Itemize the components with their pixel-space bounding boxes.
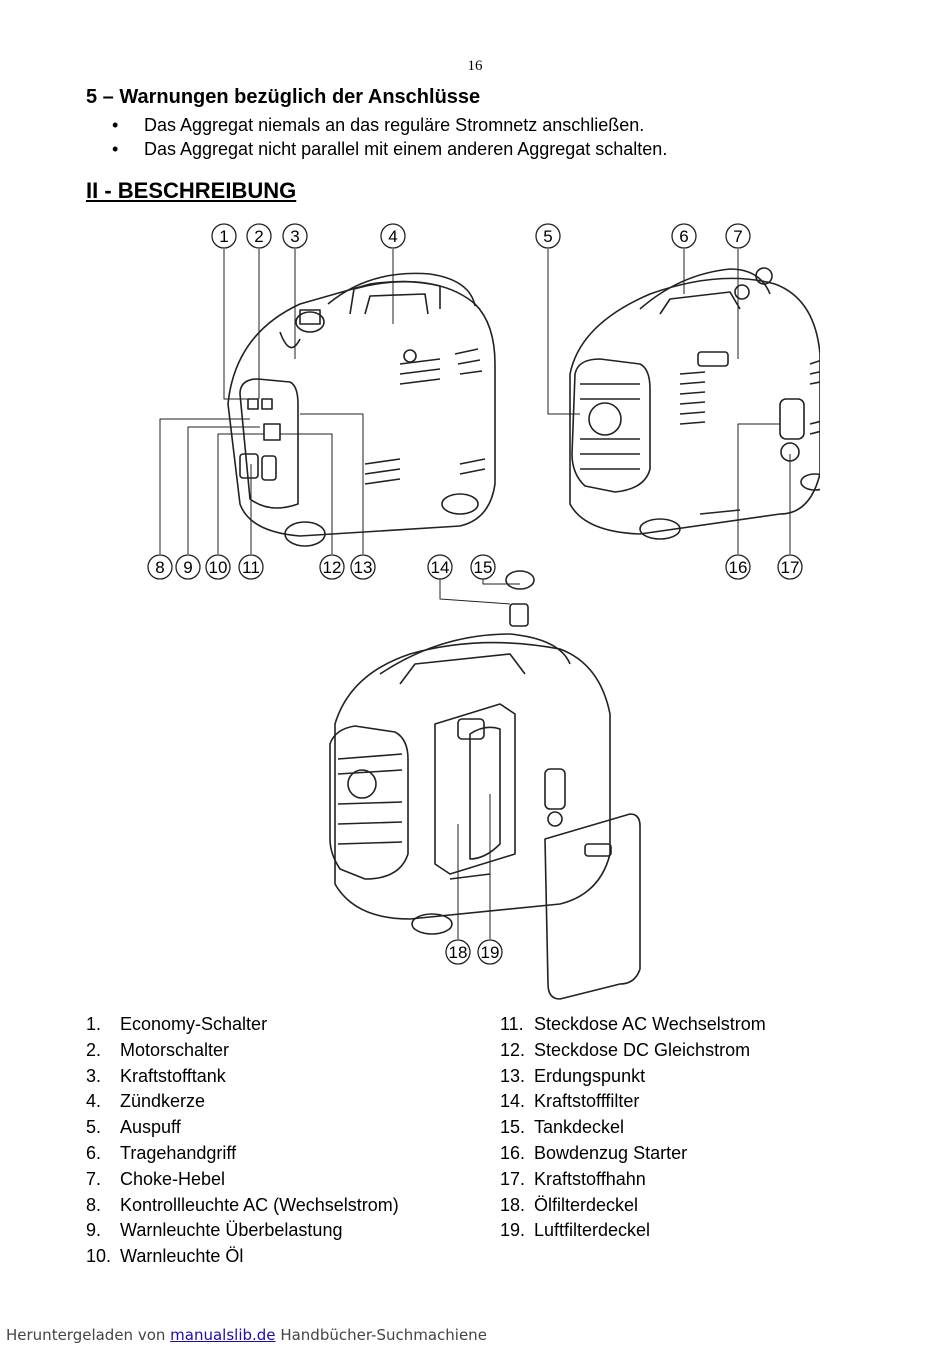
svg-text:5: 5 <box>543 227 552 246</box>
list-item: 6.Tragehandgriff <box>86 1142 237 1163</box>
callout-7: 7 <box>725 223 751 249</box>
list-item: 17.Kraftstoffhahn <box>500 1168 646 1189</box>
list-item: 4.Zündkerze <box>86 1091 206 1112</box>
list-item: 19.Luftfilterdeckel <box>500 1220 651 1241</box>
callout-16: 16 <box>725 554 751 580</box>
list-item: 18.Ölfilterdeckel <box>500 1194 639 1215</box>
list-item: 11.Steckdose AC Wechselstrom <box>500 1014 766 1034</box>
svg-text:18: 18 <box>449 943 468 962</box>
callout-13: 13 <box>350 554 376 580</box>
generator-rear-view <box>569 267 820 540</box>
svg-text:7: 7 <box>733 227 742 246</box>
list-item: 1.Economy-Schalter <box>86 1014 268 1034</box>
svg-text:14: 14 <box>431 558 450 577</box>
callout-3: 3 <box>282 223 308 249</box>
callout-14: 14 <box>427 554 453 580</box>
warning-item: Das Aggregat nicht parallel mit einem an… <box>112 137 667 161</box>
list-item: 7.Choke-Hebel <box>86 1168 226 1189</box>
svg-text:12: 12 <box>323 558 342 577</box>
svg-text:19: 19 <box>481 943 500 962</box>
callout-markers: 1 2 3 4 5 6 7 8 9 10 11 12 13 14 15 16 1… <box>147 223 803 965</box>
callout-10: 10 <box>205 554 231 580</box>
warning-list: Das Aggregat niemals an das reguläre Str… <box>112 113 667 161</box>
footer-suffix: Handbücher-Suchmachiene <box>275 1326 487 1344</box>
list-item: 10.Warnleuchte Öl <box>86 1246 244 1267</box>
svg-text:8: 8 <box>155 558 164 577</box>
footer-prefix: Heruntergeladen von <box>6 1326 171 1344</box>
svg-text:13: 13 <box>354 558 373 577</box>
callout-11: 11 <box>238 554 264 580</box>
callout-15: 15 <box>470 554 496 580</box>
list-item: 9.Warnleuchte Überbelastung <box>86 1220 343 1241</box>
svg-text:17: 17 <box>781 558 800 577</box>
list-item: 8.Kontrollleuchte AC (Wechselstrom) <box>86 1194 399 1215</box>
svg-text:15: 15 <box>474 558 493 577</box>
generator-front-view <box>227 272 496 547</box>
callout-4: 4 <box>380 223 406 249</box>
svg-text:1: 1 <box>219 227 228 246</box>
parts-list-left: 1.Economy-Schalter 2.Motorschalter 3.Kra… <box>86 1012 399 1270</box>
svg-text:3: 3 <box>290 227 299 246</box>
list-item: 15.Tankdeckel <box>500 1117 625 1138</box>
section-heading: 5 – Warnungen bezüglich der Anschlüsse <box>86 86 481 108</box>
svg-text:4: 4 <box>388 227 397 246</box>
footer: Heruntergeladen von manualslib.de Handbü… <box>6 1326 487 1344</box>
list-item: 2.Motorschalter <box>86 1039 230 1060</box>
svg-text:9: 9 <box>183 558 192 577</box>
callout-18: 18 <box>445 939 471 965</box>
callout-6: 6 <box>671 223 697 249</box>
page-number: 16 <box>467 58 483 74</box>
svg-text:2: 2 <box>254 227 263 246</box>
manualslib-link[interactable]: manualslib.de <box>170 1326 276 1344</box>
svg-text:16: 16 <box>729 558 748 577</box>
callout-9: 9 <box>175 554 201 580</box>
list-item: 13.Erdungspunkt <box>500 1065 646 1086</box>
parts-list-right: 11.Steckdose AC Wechselstrom 12.Steckdos… <box>500 1012 766 1244</box>
list-item: 12.Steckdose DC Gleichstrom <box>500 1039 751 1060</box>
list-item: 5.Auspuff <box>86 1117 181 1138</box>
callout-8: 8 <box>147 554 173 580</box>
list-item: 3.Kraftstofftank <box>86 1065 226 1086</box>
svg-text:6: 6 <box>679 227 688 246</box>
svg-text:10: 10 <box>209 558 228 577</box>
callout-5: 5 <box>535 223 561 249</box>
warning-item: Das Aggregat niemals an das reguläre Str… <box>112 113 667 137</box>
callout-19: 19 <box>477 939 503 965</box>
list-item: 14.Kraftstofffilter <box>500 1091 640 1112</box>
callout-17: 17 <box>777 554 803 580</box>
list-item: 16.Bowdenzug Starter <box>500 1142 688 1163</box>
svg-text:11: 11 <box>242 558 260 577</box>
generator-open-view <box>329 570 641 1000</box>
callout-1: 1 <box>211 223 237 249</box>
callout-2: 2 <box>246 223 272 249</box>
generator-illustration: 1 2 3 4 5 6 7 8 9 10 11 12 13 14 15 16 1… <box>147 223 820 1000</box>
chapter-heading: II - BESCHREIBUNG <box>86 178 297 203</box>
callout-12: 12 <box>319 554 345 580</box>
